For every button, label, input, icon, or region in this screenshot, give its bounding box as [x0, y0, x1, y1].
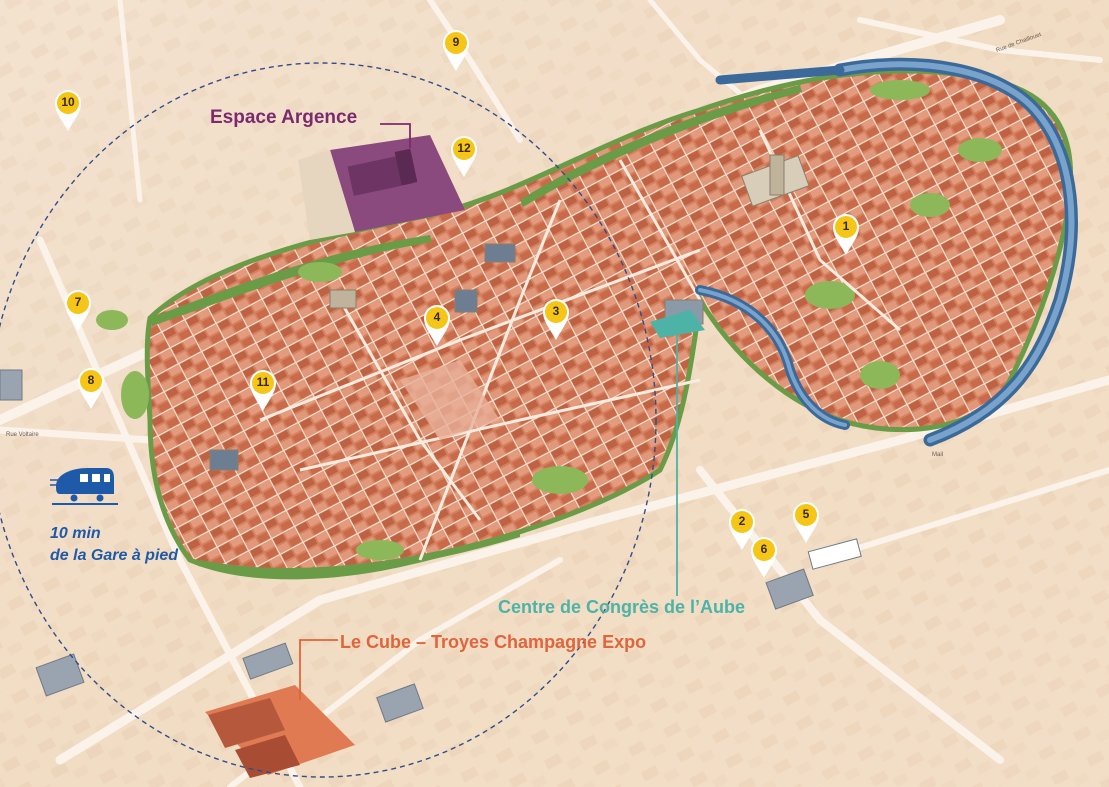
map-pin-5[interactable]: 5: [791, 500, 821, 544]
train-icon: [50, 460, 120, 508]
map-pin-icon: [65, 290, 91, 331]
map-pin-4[interactable]: 4: [422, 303, 452, 347]
congres-building: [650, 310, 705, 338]
map-pin-icon: [793, 502, 819, 543]
map-pin-icon: [250, 370, 276, 411]
pin-label: 3: [552, 304, 560, 318]
map-pin-7[interactable]: 7: [63, 288, 93, 332]
inner-streets: [259, 129, 901, 561]
map-pin-icon: [729, 509, 755, 550]
map-pin-2[interactable]: 2: [727, 507, 757, 551]
pin-label: 5: [802, 507, 810, 521]
pin-label: 8: [87, 373, 95, 387]
map-pin-icon: [78, 368, 104, 409]
espace-argence-building: [298, 135, 465, 240]
pin-label: 6: [760, 542, 768, 556]
map-pin-icon: [55, 90, 81, 131]
walking-time-caption: 10 min de la Gare à pied: [50, 523, 178, 567]
pin-label: 2: [738, 514, 746, 528]
old-town: [144, 68, 1074, 580]
map-pin-8[interactable]: 8: [76, 366, 106, 410]
walking-time: 10 min: [50, 525, 101, 542]
map-pin-9[interactable]: 9: [441, 28, 471, 72]
map-pin-12[interactable]: 12: [449, 134, 479, 178]
pin-label: 12: [457, 141, 471, 155]
map-pin-icon: [543, 299, 569, 340]
le-cube-building: [205, 685, 355, 778]
pin-label: 11: [256, 375, 270, 389]
map-pin-11[interactable]: 11: [248, 368, 278, 412]
street-label-rue-voltaire: Rue Voltaire: [6, 432, 39, 438]
parks: [96, 80, 1002, 560]
pin-label: 9: [452, 35, 460, 49]
le-cube-label[interactable]: Le Cube – Troyes Champagne Expo: [340, 632, 647, 652]
cube-leader-line: [299, 639, 338, 700]
map-pin-icon: [833, 214, 859, 255]
walking-radius-circle: [0, 62, 657, 778]
map-pin-1[interactable]: 1: [831, 212, 861, 256]
argence-leader-line: [380, 123, 411, 148]
tree-lines: [150, 85, 802, 576]
map-pin-icon: [451, 136, 477, 177]
map-pin-icon: [424, 305, 450, 346]
map-pin-icon: [751, 537, 777, 578]
centre-congres-label[interactable]: Centre de Congrès de l’Aube: [498, 597, 746, 617]
map-pin-10[interactable]: 10: [53, 88, 83, 132]
map-pin-icon: [443, 30, 469, 71]
pin-label: 7: [74, 295, 82, 309]
pin-label: 4: [433, 310, 441, 324]
map-pin-6[interactable]: 6: [749, 535, 779, 579]
pin-label: 1: [842, 219, 850, 233]
walking-from: de la Gare à pied: [50, 547, 179, 564]
street-label-mail: Mail: [932, 452, 944, 458]
espace-argence-label[interactable]: Espace Argence: [210, 107, 358, 128]
pin-label: 10: [61, 95, 75, 109]
map-pin-3[interactable]: 3: [541, 297, 571, 341]
canals: [695, 57, 1078, 447]
